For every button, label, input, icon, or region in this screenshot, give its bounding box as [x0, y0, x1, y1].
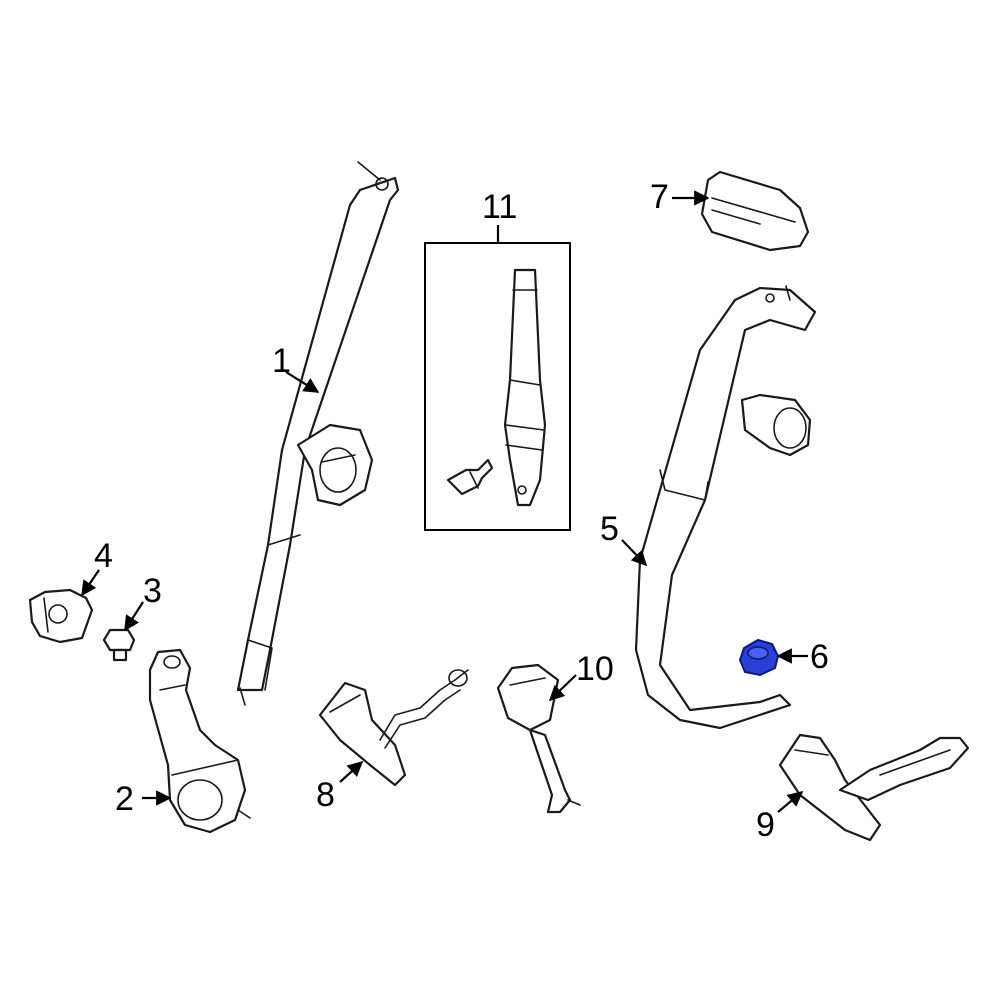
part-8-buckle-harness[interactable] — [318, 669, 469, 787]
leader-3 — [124, 601, 144, 632]
leader-10 — [548, 674, 577, 702]
callout-11: 11 — [482, 188, 517, 226]
part-4-clip[interactable] — [28, 588, 94, 644]
part-9-buckle-bracket[interactable] — [778, 733, 970, 842]
callout-8: 8 — [316, 776, 335, 814]
leader-9 — [777, 791, 804, 813]
leader-8 — [339, 760, 364, 783]
callout-10: 10 — [576, 650, 614, 688]
part-5-rear-seat-belt[interactable] — [634, 285, 817, 730]
leader-4 — [81, 569, 100, 597]
part-3-bushing[interactable] — [102, 628, 136, 662]
part-2-buckle-retractor[interactable] — [148, 648, 251, 834]
part-11-detail-box — [424, 242, 571, 531]
callout-3: 3 — [143, 572, 162, 610]
callout-5: 5 — [600, 510, 619, 548]
part-6-nut[interactable] — [738, 638, 780, 677]
callout-2: 2 — [115, 780, 134, 818]
callout-9: 9 — [756, 806, 775, 844]
callout-7: 7 — [650, 178, 669, 216]
leader-5 — [621, 539, 648, 567]
part-10-buckle[interactable] — [496, 663, 581, 814]
leader-lines — [81, 190, 808, 813]
callout-6: 6 — [810, 638, 829, 676]
part-7-cover[interactable] — [700, 170, 810, 252]
callout-1: 1 — [272, 342, 291, 380]
part-11-strap-and-bolt[interactable] — [446, 268, 547, 507]
leader-1 — [285, 371, 320, 393]
callout-4: 4 — [94, 537, 113, 575]
part-1-seat-belt-retractor[interactable] — [236, 161, 400, 706]
